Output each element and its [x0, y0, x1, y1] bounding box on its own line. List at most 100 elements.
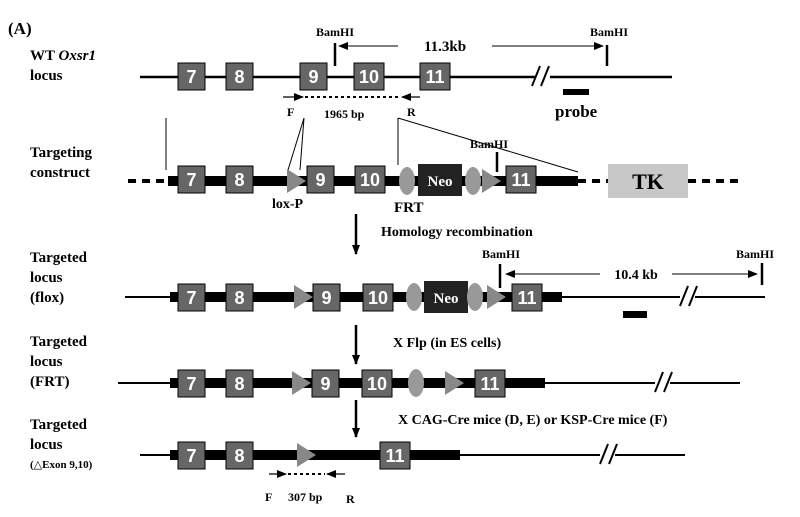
flox-exon-8-label: 8 — [234, 288, 244, 308]
flox-loxp-1 — [294, 285, 313, 309]
tk-cassette — [608, 164, 688, 198]
delta-label-line1: Targeted — [30, 417, 88, 433]
construct-exon-7-label: 7 — [186, 170, 196, 190]
flox-exon-11-box — [511, 283, 543, 312]
frt-exon-9-box — [311, 369, 340, 398]
exon-11-box — [419, 62, 451, 91]
construct-frt-1 — [399, 167, 415, 195]
flox-frt-1 — [406, 283, 422, 311]
construct-exon-11-box — [505, 165, 537, 194]
exon-9-label: 9 — [308, 67, 318, 87]
delta-primer-f-label: F — [265, 490, 272, 504]
frt-exon-9-label: 9 — [320, 374, 330, 394]
delta-primer-r-label: R — [346, 492, 355, 506]
frt-exon-8-box — [225, 369, 254, 398]
exon-8-label: 8 — [234, 67, 244, 87]
delta-exon-11-label: 11 — [385, 446, 404, 466]
delta-break-mark-1 — [599, 443, 609, 465]
exon-7-box — [177, 62, 206, 91]
panel-label: (A) — [8, 19, 32, 38]
frt-exon-7-box — [177, 369, 206, 398]
frt-exon-11-label: 11 — [480, 374, 499, 394]
frt-exon-10-label: 10 — [367, 374, 387, 394]
probe-bar — [563, 89, 589, 95]
flox-break-mark-1 — [679, 285, 689, 307]
construct-neo-label: Neo — [428, 174, 453, 190]
flox-exon-11-label: 11 — [517, 288, 536, 308]
frt-label-line3: (FRT) — [30, 374, 69, 390]
flox-exon-7-label: 7 — [186, 288, 196, 308]
step-flp-label: X Flp (in ES cells) — [393, 336, 501, 351]
delta-loxp — [297, 443, 316, 467]
delta-row: Targeted locus (△Exon 9,10) 7 8 11 F 307… — [30, 417, 685, 506]
exon-7-label: 7 — [186, 67, 196, 87]
tk-label: TK — [632, 169, 664, 194]
frt-label-line1: Targeted — [30, 334, 88, 350]
flox-exon-9-label: 9 — [321, 288, 331, 308]
frt-site — [408, 369, 424, 397]
step-homology-label: Homology recombination — [381, 225, 533, 240]
delta-exon-7-label: 7 — [186, 446, 196, 466]
wt-break-mark-1 — [531, 65, 541, 87]
flox-neo-label: Neo — [434, 291, 459, 307]
exon-10-box — [353, 62, 385, 91]
wt-pcr-label: 1965 bp — [324, 107, 365, 121]
wt-primer-f-label: F — [287, 105, 294, 119]
construct-exon-9-box — [306, 165, 335, 194]
construct-exon-9-label: 9 — [315, 170, 325, 190]
construct-exon-7-box — [177, 165, 206, 194]
wt-distance-label: 11.3kb — [424, 39, 466, 55]
loxp-insert-line-2 — [299, 117, 305, 171]
wt-bamhi-label-right: BamHI — [590, 25, 628, 39]
construct-exon-10-label: 10 — [360, 170, 380, 190]
construct-label-line2: construct — [30, 165, 90, 181]
delta-label-line3: (△Exon 9,10) — [30, 459, 93, 471]
frt-row: Targeted locus (FRT) 7 8 9 10 11 — [30, 334, 740, 398]
construct-bamhi-label: BamHI — [470, 137, 508, 151]
flox-neo-cassette — [424, 281, 468, 313]
frt-exon-8-label: 8 — [234, 374, 244, 394]
construct-label-line1: Targeting — [30, 145, 92, 161]
wt-label-line1: WT Oxsr1 — [30, 48, 96, 64]
flox-label-line2: locus — [30, 270, 63, 286]
wt-break-mark-2 — [540, 65, 550, 87]
probe-label: probe — [555, 102, 598, 121]
construct-neo-cassette — [418, 164, 462, 196]
construct-frt-2 — [465, 167, 481, 195]
frt-exon-7-label: 7 — [186, 374, 196, 394]
delta-label-line2: locus — [30, 437, 63, 453]
flox-exon-9-box — [312, 283, 341, 312]
flox-distance-label: 10.4 kb — [614, 268, 658, 283]
flox-exon-10-label: 10 — [368, 288, 388, 308]
flox-bamhi-label-left: BamHI — [482, 247, 520, 261]
delta-exon-8-box — [225, 441, 254, 470]
exon-8-box — [225, 62, 254, 91]
flox-exon-10-box — [362, 283, 394, 312]
construct-loxp-1 — [287, 169, 306, 193]
construct-row: Targeting construct TK 7 8 9 10 Neo BamH… — [30, 137, 740, 216]
flox-row: Targeted locus (flox) 7 8 9 10 Neo 11 Ba… — [30, 247, 774, 318]
construct-loxp-2 — [482, 169, 501, 193]
construct-exon-8-box — [225, 165, 254, 194]
wt-bamhi-label-left: BamHI — [316, 25, 354, 39]
flox-break-mark-2 — [688, 285, 698, 307]
exon-10-label: 10 — [359, 67, 379, 87]
flox-probe-bar — [623, 311, 647, 318]
flox-exon-8-box — [225, 283, 254, 312]
frt-break-mark-1 — [654, 371, 664, 393]
construct-exon-8-label: 8 — [234, 170, 244, 190]
frt-exon-10-box — [361, 369, 393, 398]
frt-loxp-1 — [292, 371, 311, 395]
wt-primer-r-label: R — [407, 105, 416, 119]
step-cre-label: X CAG-Cre mice (D, E) or KSP-Cre mice (F… — [398, 413, 668, 428]
frt-exon-11-box — [474, 369, 506, 398]
flox-bamhi-label-right: BamHI — [736, 247, 774, 261]
delta-pcr-label: 307 bp — [288, 490, 323, 504]
wt-label-line2: locus — [30, 68, 63, 84]
construct-exon-10-box — [354, 165, 386, 194]
delta-break-mark-2 — [608, 443, 618, 465]
flox-frt-2 — [467, 283, 483, 311]
loxp-insert-line-1 — [287, 117, 305, 171]
flox-label-line1: Targeted — [30, 250, 88, 266]
frt-label: FRT — [394, 200, 423, 216]
